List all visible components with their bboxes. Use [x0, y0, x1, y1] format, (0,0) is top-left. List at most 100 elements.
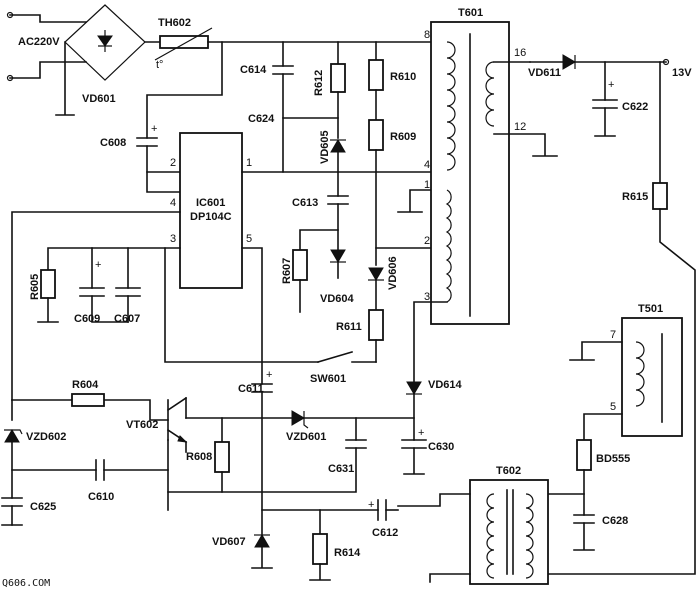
transformer-t602	[469, 479, 549, 585]
label-r614: R614	[334, 547, 361, 559]
t602-windings	[486, 493, 534, 579]
label-dp104c: DP104C	[190, 211, 232, 223]
resistor-r610	[368, 59, 384, 91]
pin-ic-3: 3	[170, 233, 176, 245]
zener-vzd602	[4, 429, 23, 443]
plus-c611: +	[266, 369, 272, 381]
label-c609: C609	[74, 313, 100, 325]
label-c607: C607	[114, 313, 140, 325]
label-t-degree: t°	[156, 59, 163, 71]
ic601-box	[179, 132, 243, 289]
inductor-bd555	[576, 439, 592, 471]
label-r611: R611	[336, 321, 362, 333]
resistor-r604	[71, 393, 105, 407]
label-r608: R608	[186, 451, 212, 463]
output-terminal	[662, 58, 670, 66]
label-r612: R612	[313, 70, 325, 96]
pin-t601-16: 16	[514, 47, 526, 59]
resistor-r612	[330, 63, 346, 93]
pin-t601-12: 12	[514, 121, 526, 133]
pin-ic-1: 1	[246, 157, 252, 169]
resistor-r611	[368, 309, 384, 341]
ac-wire-bottom	[9, 61, 87, 79]
label-c631: C631	[328, 463, 354, 475]
pin-t601-4: 4	[424, 159, 430, 171]
label-c622: C622	[622, 101, 648, 113]
label-r610: R610	[390, 71, 416, 83]
label-c625: C625	[30, 501, 56, 513]
resistor-r609	[368, 119, 384, 151]
pin-t601-3: 3	[424, 291, 430, 303]
pin-ic-5: 5	[246, 233, 252, 245]
bridge-rectifier-vd601	[64, 4, 146, 81]
label-vzd602: VZD602	[26, 431, 66, 443]
ac-wire-top	[9, 14, 87, 23]
t501-winding	[635, 341, 645, 407]
plus-c608: +	[151, 123, 157, 135]
diode-vd611	[562, 54, 576, 70]
label-c613: C613	[292, 197, 318, 209]
transistor-vt602	[166, 396, 188, 453]
zener-vzd601	[291, 410, 309, 429]
diode-vd604	[330, 249, 346, 263]
pin-ic-4: 4	[170, 197, 176, 209]
label-c630: C630	[428, 441, 454, 453]
label-th602: TH602	[158, 17, 191, 29]
ac-terminal-1	[6, 11, 14, 19]
pin-t601-1: 1	[424, 179, 430, 191]
diode-vd607	[254, 534, 270, 548]
label-13v: 13V	[672, 67, 692, 79]
resistor-r614	[312, 533, 328, 565]
label-t601: T601	[458, 7, 483, 19]
label-c612: C612	[372, 527, 398, 539]
label-vd606: VD606	[387, 256, 399, 290]
resistor-r615	[652, 182, 668, 210]
pin-t601-8: 8	[424, 29, 430, 41]
label-bd555: BD555	[596, 453, 630, 465]
label-vd605: VD605	[319, 130, 331, 164]
label-c608: C608	[100, 137, 126, 149]
ac-terminal-2	[6, 74, 14, 82]
diode-vd605	[330, 139, 346, 153]
label-r604: R604	[72, 379, 99, 391]
t601-secondary-winding	[485, 61, 495, 127]
resistor-r605	[40, 269, 56, 299]
label-vd614: VD614	[428, 379, 463, 391]
label-sw601: SW601	[310, 373, 346, 385]
bridge-ground	[55, 41, 75, 116]
label-c610: C610	[88, 491, 114, 503]
transformer-t501	[621, 317, 683, 437]
resistor-r607	[292, 249, 308, 281]
label-r615: R615	[622, 191, 648, 203]
t601-primary-winding	[445, 41, 456, 303]
label-t602: T602	[496, 465, 521, 477]
label-r605: R605	[29, 274, 41, 300]
plus-c612: +	[368, 499, 374, 511]
pin-ic-2: 2	[170, 157, 176, 169]
label-c628: C628	[602, 515, 628, 527]
pin-t601-2: 2	[424, 235, 430, 247]
label-vd611: VD611	[528, 67, 561, 79]
label-c611: C611	[238, 383, 264, 395]
label-r609: R609	[390, 131, 416, 143]
pin-t501-7: 7	[610, 329, 616, 341]
label-vzd601: VZD601	[286, 431, 326, 443]
label-r607: R607	[281, 258, 293, 284]
diode-vd606	[368, 267, 384, 281]
switch-sw601	[317, 351, 353, 363]
diode-vd614	[406, 381, 422, 395]
resistor-r608	[214, 441, 230, 473]
plus-c622: +	[608, 79, 614, 91]
plus-c630: +	[418, 427, 424, 439]
label-ac220v: AC220V	[18, 36, 60, 48]
thermistor-th602	[154, 27, 213, 61]
watermark: Q606.COM	[2, 578, 50, 589]
label-c614: C614	[240, 64, 267, 76]
label-c624: C624	[248, 113, 275, 125]
label-ic601: IC601	[196, 197, 225, 209]
plus-c609: +	[95, 259, 101, 271]
label-t501: T501	[638, 303, 663, 315]
label-vd601: VD601	[82, 93, 116, 105]
